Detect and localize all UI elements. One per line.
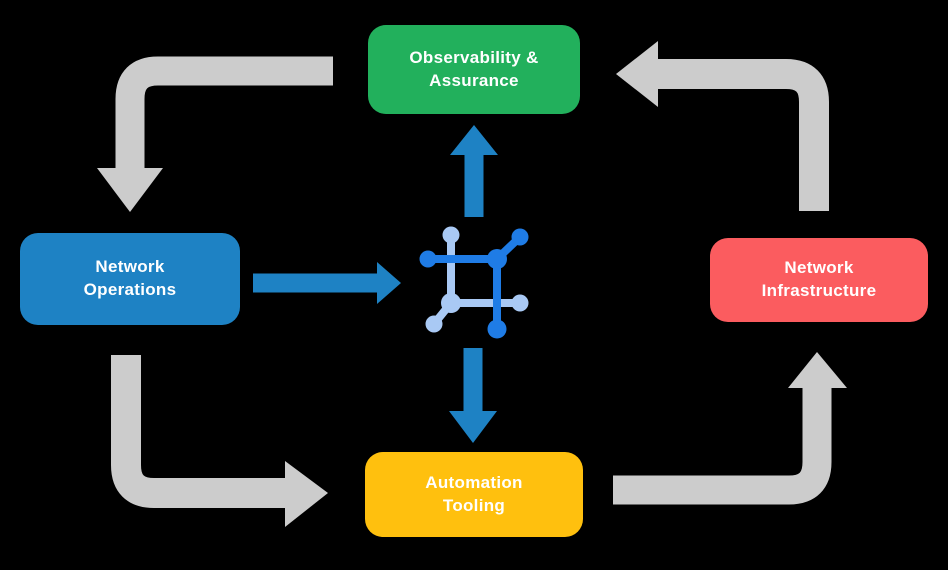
node-network-operations: Network Operations bbox=[20, 233, 240, 325]
network-mesh-icon-dark-lines bbox=[419, 228, 529, 339]
node-automation-tooling-label: Automation Tooling bbox=[425, 472, 523, 515]
node-network-infrastructure: Network Infrastructure bbox=[710, 238, 928, 322]
node-network-operations-label: Network Operations bbox=[83, 257, 177, 299]
node-observability-assurance: Observability & Assurance bbox=[368, 25, 580, 114]
arrow-center-to-automation bbox=[449, 348, 497, 443]
node-observability-assurance-label: Observability & Assurance bbox=[409, 47, 539, 90]
node-automation-tooling: Automation Tooling bbox=[365, 452, 583, 537]
node-network-infrastructure-label: Network Infrastructure bbox=[761, 258, 877, 300]
arrow-observability-to-operations bbox=[97, 56, 333, 212]
arrow-automation-to-infrastructure bbox=[613, 352, 847, 505]
arrow-infrastructure-to-observability bbox=[616, 41, 829, 211]
arrow-operations-to-automation bbox=[111, 355, 328, 527]
arrow-center-to-observability bbox=[450, 125, 498, 217]
network-mesh-icon-light-lines bbox=[425, 226, 529, 333]
arrow-operations-to-center bbox=[253, 262, 401, 304]
network-mesh-icon bbox=[419, 226, 529, 339]
